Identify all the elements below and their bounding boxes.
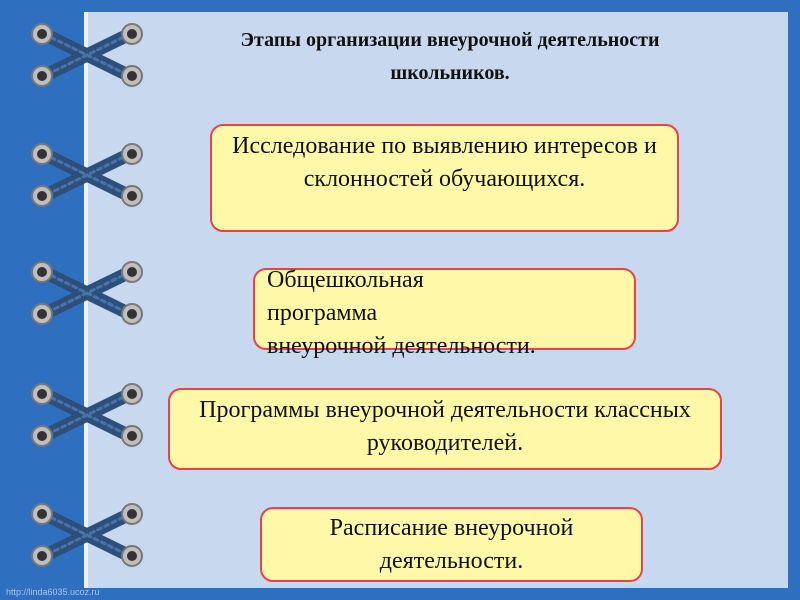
laced-binding-icon: [31, 383, 143, 447]
footer-url: http://linda6035.ucoz.ru: [6, 587, 100, 597]
stage-box-schedule: Расписание внеурочной деятельности.: [260, 507, 643, 582]
slide-title: Этапы организации внеурочной деятельност…: [240, 29, 660, 84]
stage-text-schedule: Расписание внеурочной деятельности.: [329, 515, 574, 574]
laced-binding-icon: [31, 503, 143, 567]
stage-box-research: Исследование по выявлению интересов и ск…: [210, 124, 679, 232]
stage-text-school-program: Общешкольная программа внеурочной деятел…: [267, 267, 536, 359]
stage-box-teacher-programs: Программы внеурочной деятельности классн…: [168, 388, 722, 470]
stage-text-teacher-programs: Программы внеурочной деятельности классн…: [199, 397, 691, 456]
stage-box-school-program: Общешкольная программа внеурочной деятел…: [253, 267, 636, 359]
laced-binding-icon: [31, 143, 143, 207]
stage-text-research: Исследование по выявлению интересов и ск…: [232, 133, 657, 192]
laced-binding-icon: [31, 23, 143, 87]
laced-binding-icon: [31, 261, 143, 325]
